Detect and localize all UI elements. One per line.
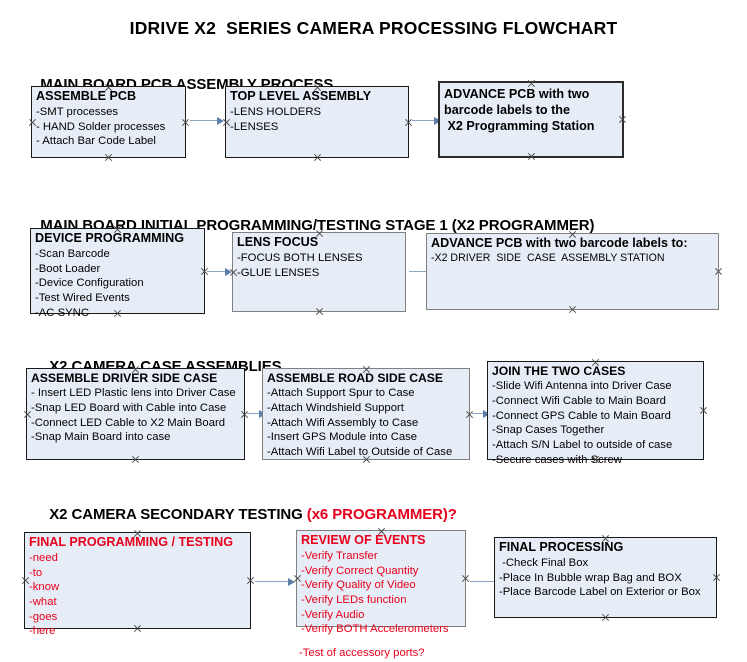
- node-line: -LENSES: [230, 120, 279, 133]
- node-heading: ASSEMBLE DRIVER SIDE CASE: [31, 371, 218, 385]
- section-title-accent: (x6 PROGRAMMER)?: [306, 506, 457, 523]
- arrow-head: [288, 577, 295, 586]
- resize-handle-bottom[interactable]: [601, 613, 610, 622]
- resize-handle-bottom[interactable]: [104, 153, 113, 162]
- node-line: -Attach Wifi Label to Outside of Case: [267, 446, 453, 459]
- node-line: -to: [29, 566, 43, 579]
- node-line: -Verify Quality of Video: [301, 579, 416, 592]
- node-line: -Verify Audio: [301, 608, 365, 621]
- node-line: -Insert GPS Module into Case: [267, 431, 418, 444]
- node-device-programming[interactable]: DEVICE PROGRAMMING -Scan Barcode -Boot L…: [30, 228, 205, 319]
- node-line: -Slide Wifi Antenna into Driver Case: [492, 380, 672, 393]
- arrow-top-level-assembly-to-advance-pcb: [412, 116, 441, 125]
- node-line: - Insert LED Plastic lens into Driver Ca…: [31, 387, 236, 400]
- node-heading: TOP LEVEL ASSEMBLY: [230, 89, 372, 103]
- node-join-the-two-cases[interactable]: JOIN THE TWO CASES -Slide Wifi Antenna i…: [487, 361, 704, 466]
- resize-handle-bottom[interactable]: [315, 307, 324, 316]
- arrow-shaft: [247, 413, 259, 415]
- resize-handle-right[interactable]: [714, 267, 723, 276]
- node-line: -FOCUS BOTH LENSES: [237, 251, 363, 264]
- node-line: -SMT processes: [36, 105, 119, 118]
- arrow-assemble-pcb-to-top-level-assembly: [190, 116, 224, 125]
- node-advance-pcb-to-driver-side-case-station[interactable]: ADVANCE PCB with two barcode labels to: …: [426, 233, 719, 310]
- node-line: -Test Wired Events: [35, 291, 130, 304]
- node-heading: DEVICE PROGRAMMING: [35, 231, 185, 245]
- node-line: -Place Barcode Label on Exterior or Box: [499, 586, 701, 599]
- node-line: -goes: [29, 610, 58, 623]
- resize-handle-bottom[interactable]: [568, 305, 577, 314]
- node-line: -Verify Transfer: [301, 549, 378, 562]
- node-heading: ASSEMBLE ROAD SIDE CASE: [267, 371, 444, 385]
- node-line: -AC SYNC: [35, 306, 89, 319]
- node-line: -here: [29, 625, 56, 638]
- node-line: -Connect LED Cable to X2 Main Board: [31, 416, 226, 429]
- page-title: IDRIVE X2 SERIES CAMERA PROCESSING FLOWC…: [129, 18, 618, 38]
- node-line: -Check Final Box: [499, 556, 589, 569]
- node-line: -Verify LEDs function: [301, 593, 407, 606]
- node-assemble-driver-side-case[interactable]: ASSEMBLE DRIVER SIDE CASE - Insert LED P…: [26, 368, 245, 460]
- node-heading: ASSEMBLE PCB: [36, 89, 137, 103]
- node-line: -what: [29, 595, 57, 608]
- node-heading: REVIEW OF EVENTS: [301, 533, 426, 547]
- node-line: -Attach S/N Label to outside of case: [492, 439, 673, 452]
- node-line: -Snap Cases Together: [492, 424, 605, 437]
- node-line: -Connect Wifi Cable to Main Board: [492, 395, 666, 408]
- node-heading: LENS FOCUS: [237, 235, 319, 249]
- node-line: -Boot Loader: [35, 262, 101, 275]
- node-line: -Verify Correct Quantity: [301, 564, 419, 577]
- node-heading: ADVANCE PCB with two: [444, 87, 590, 101]
- node-line: -Connect GPS Cable to Main Board: [492, 409, 671, 422]
- arrow-head: [217, 116, 224, 125]
- node-assemble-road-side-case[interactable]: ASSEMBLE ROAD SIDE CASE -Attach Support …: [262, 368, 470, 460]
- node-heading: FINAL PROGRAMMING / TESTING: [29, 535, 234, 549]
- node-line: -Attach Windshield Support: [267, 402, 404, 415]
- node-line: -Attach Support Spur to Case: [267, 387, 415, 400]
- resize-handle-bottom[interactable]: [313, 153, 322, 162]
- node-line: -know: [29, 581, 60, 594]
- arrow-shaft: [207, 271, 225, 273]
- node-heading: FINAL PROCESSING: [499, 540, 624, 554]
- arrow-shaft: [412, 120, 434, 122]
- node-heading-line-3: X2 Programming Station: [444, 118, 595, 133]
- arrow-shaft: [190, 120, 217, 122]
- section-title-text: X2 CAMERA SECONDARY TESTING: [49, 506, 307, 523]
- node-top-level-assembly[interactable]: TOP LEVEL ASSEMBLY -LENS HOLDERS -LENSES: [225, 86, 409, 158]
- section-title-x2-camera-secondary-testing: X2 CAMERA SECONDARY TESTING (x6 PROGRAMM…: [33, 489, 457, 540]
- resize-handle-bottom[interactable]: [527, 152, 536, 161]
- node-line: -Snap Main Board into case: [31, 431, 171, 444]
- arrow-final-programming-to-review-of-events: [255, 577, 295, 586]
- node-line: -Snap LED Board with Cable into Case: [31, 402, 227, 415]
- node-heading-line-2: barcode labels to the: [444, 102, 570, 117]
- node-assemble-pcb[interactable]: ASSEMBLE PCB -SMT processes - HAND Solde…: [31, 86, 186, 158]
- node-line: -Device Configuration: [35, 277, 144, 290]
- node-overflow-line: -Test of accessory ports?: [299, 647, 425, 659]
- node-line: -Attach Wifi Assembly to Case: [267, 416, 419, 429]
- node-heading: ADVANCE PCB with two barcode labels to:: [431, 236, 688, 250]
- node-line: -Scan Barcode: [35, 247, 110, 260]
- node-line: - Attach Bar Code Label: [36, 135, 156, 148]
- node-line: -LENS HOLDERS: [230, 105, 322, 118]
- node-heading: JOIN THE TWO CASES: [492, 364, 626, 378]
- node-line: -X2 DRIVER SIDE CASE ASSEMBLY STATION: [431, 251, 665, 264]
- node-line: -Place In Bubble wrap Bag and BOX: [499, 571, 682, 584]
- node-final-processing[interactable]: FINAL PROCESSING -Check Final Box -Place…: [494, 537, 717, 618]
- arrow-device-programming-to-lens-focus: [207, 267, 232, 276]
- node-line: -GLUE LENSES: [237, 266, 320, 279]
- node-final-programming-testing[interactable]: FINAL PROGRAMMING / TESTING -need -to -k…: [24, 532, 251, 637]
- node-line: -Verify BOTH Accelerometers: [301, 623, 449, 636]
- node-review-of-events[interactable]: REVIEW OF EVENTS -Verify Transfer -Verif…: [296, 530, 466, 659]
- resize-handle-bottom[interactable]: [131, 455, 140, 464]
- node-line: - HAND Solder processes: [36, 120, 166, 133]
- arrow-shaft: [255, 581, 288, 583]
- node-advance-pcb-to-x2-programming-station[interactable]: ADVANCE PCB with two barcode labels to t…: [438, 81, 624, 158]
- node-line: -need: [29, 551, 58, 564]
- node-lens-focus[interactable]: LENS FOCUS -FOCUS BOTH LENSES -GLUE LENS…: [232, 232, 406, 312]
- node-line: -Secure cases with Screw: [492, 453, 622, 466]
- arrow-head: [225, 267, 232, 276]
- arrow-shaft: [472, 413, 483, 415]
